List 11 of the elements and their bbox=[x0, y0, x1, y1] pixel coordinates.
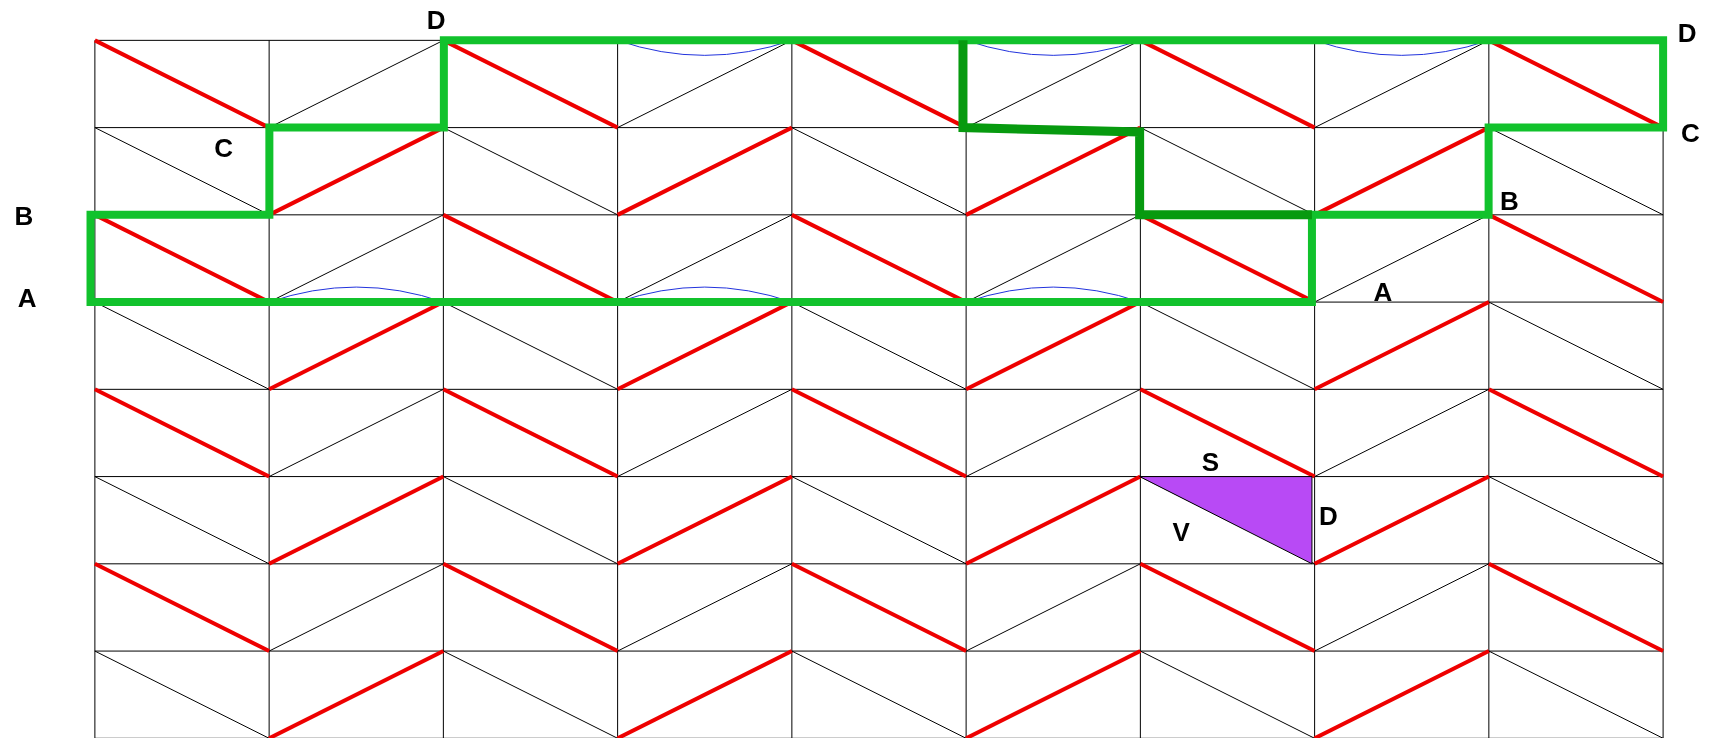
vertex-label: A bbox=[1373, 279, 1393, 306]
vertex-label: D bbox=[426, 6, 446, 33]
vertex-label: V bbox=[1172, 519, 1190, 546]
vertex-label: A bbox=[17, 284, 37, 311]
vertex-label: D bbox=[1677, 19, 1697, 46]
vertex-label: S bbox=[1201, 449, 1220, 476]
vertex-label: D bbox=[1318, 502, 1338, 529]
vertex-label: C bbox=[214, 135, 233, 162]
vertex-label: B bbox=[1499, 187, 1519, 214]
vertex-label: C bbox=[1680, 120, 1700, 147]
vertex-label: B bbox=[14, 202, 34, 229]
